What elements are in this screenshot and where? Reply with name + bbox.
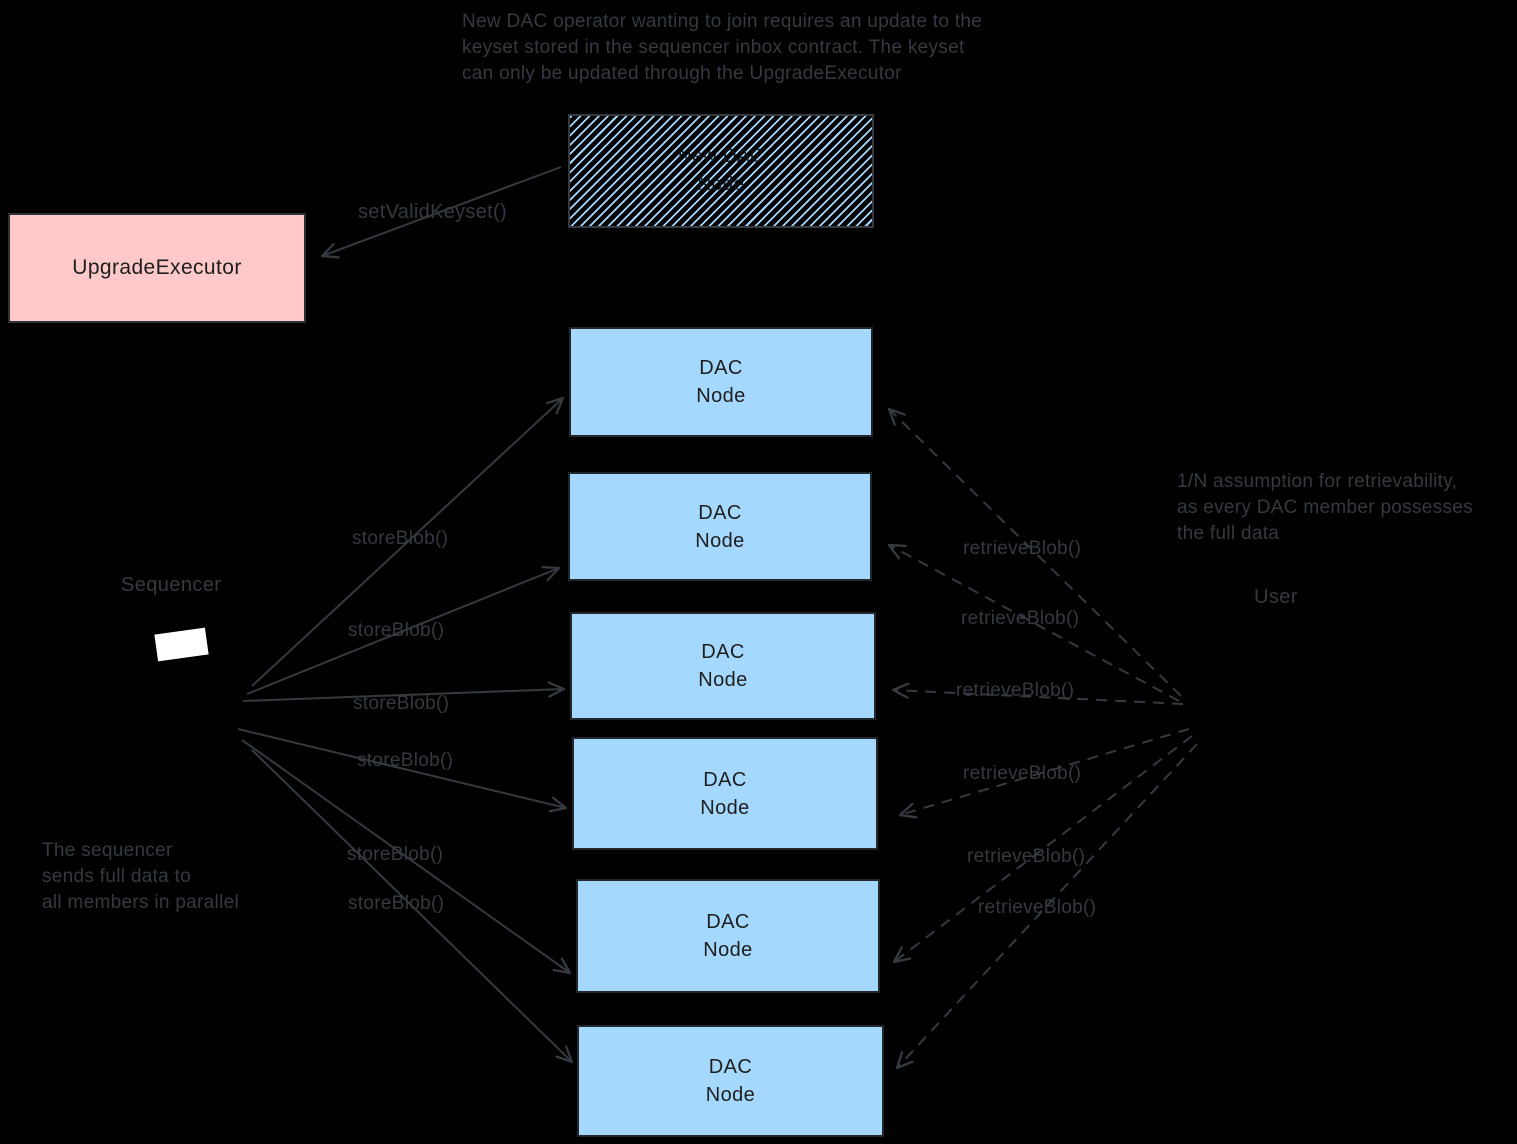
dac-node-box-4: DAC Node [572,737,878,850]
store-blob-label-6: storeBlob() [348,893,445,914]
dac-node-label: DAC Node [695,501,745,552]
store-blob-arrow-2 [246,565,561,695]
user-label: User [1254,586,1298,608]
retrieve-blob-arrow-4 [898,728,1190,819]
dac-node-label: DAC Node [703,911,753,961]
store-blob-label-3: storeBlob() [353,693,450,714]
sequencer-label: Sequencer [121,574,222,596]
dac-node-label: DAC Node [696,357,746,407]
retrieve-blob-label-3: retrieveBlob() [956,680,1075,701]
store-blob-label-2: storeBlob() [348,620,445,641]
retrieve-blob-arrow-5 [892,735,1193,964]
retrieve-blob-label-5: retrieveBlob() [967,846,1086,867]
dac-node-label: DAC Node [705,1056,756,1106]
store-blob-arrow-6 [251,749,574,1064]
store-blob-arrow-4 [237,728,568,813]
set-valid-keyset-label: setValidKeyset() [358,201,507,223]
retrieve-blob-arrow-2 [887,543,1180,702]
store-blob-arrow-5 [241,739,572,975]
dac-node-label: DAC Node [700,768,750,819]
dac-node-box-1: DAC Node [569,327,873,437]
retrieve-blob-label-6: retrieveBlob() [978,897,1097,918]
store-blob-label-4: storeBlob() [357,750,454,771]
dac-node-label: DAC Node [698,641,748,691]
retrieve-blob-label-4: retrieveBlob() [963,763,1082,784]
retrieve-blob-label-2: retrieveBlob() [961,608,1080,629]
new-dac-node-label: New DAC Node [677,146,765,195]
retrieve-blob-arrow-3 [891,682,1184,705]
set-valid-keyset-arrow [320,166,562,259]
store-blob-arrow-3 [242,681,566,702]
upgrade-executor-label: UpgradeExecutor [72,256,242,279]
dac-node-box-6: DAC Node [577,1025,884,1137]
new-dac-node-box: New DAC Node [568,114,874,228]
retrieve-blob-label-1: retrieveBlob() [963,538,1082,559]
dac-node-box-5: DAC Node [576,879,880,993]
note-retrievability-assumption: 1/N assumption for retrievability, as ev… [1177,471,1473,544]
store-blob-arrow-1 [251,396,565,687]
retrieve-blob-arrow-6 [895,743,1198,1070]
store-blob-label-5: storeBlob() [347,844,444,865]
note-keyset-update: New DAC operator wanting to join require… [462,11,983,84]
upgrade-executor-box: UpgradeExecutor [8,213,306,323]
dac-node-box-2: DAC Node [568,472,872,581]
store-blob-label-1: storeBlob() [352,528,449,549]
note-sequencer-parallel: The sequencer sends full data to all mem… [42,840,239,913]
dac-node-box-3: DAC Node [570,612,876,720]
